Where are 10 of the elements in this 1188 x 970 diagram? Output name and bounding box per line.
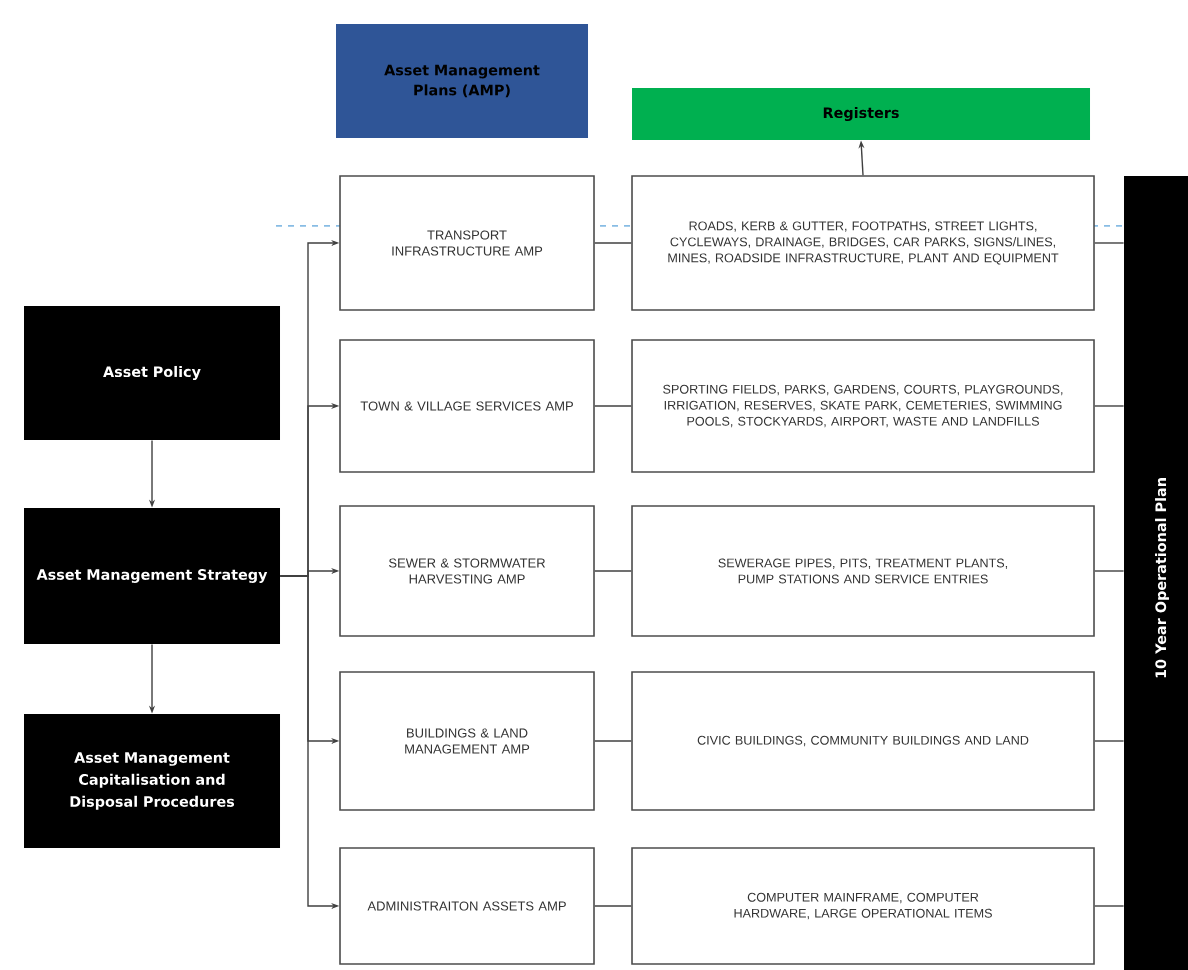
connector (1094, 905, 1125, 907)
connector (1094, 405, 1125, 407)
connector (594, 242, 632, 244)
connector (594, 405, 632, 407)
connector (594, 905, 632, 907)
connector (1094, 570, 1125, 572)
connector (1094, 740, 1125, 742)
connector (594, 740, 632, 742)
connector (1094, 242, 1125, 244)
connector (594, 570, 632, 572)
